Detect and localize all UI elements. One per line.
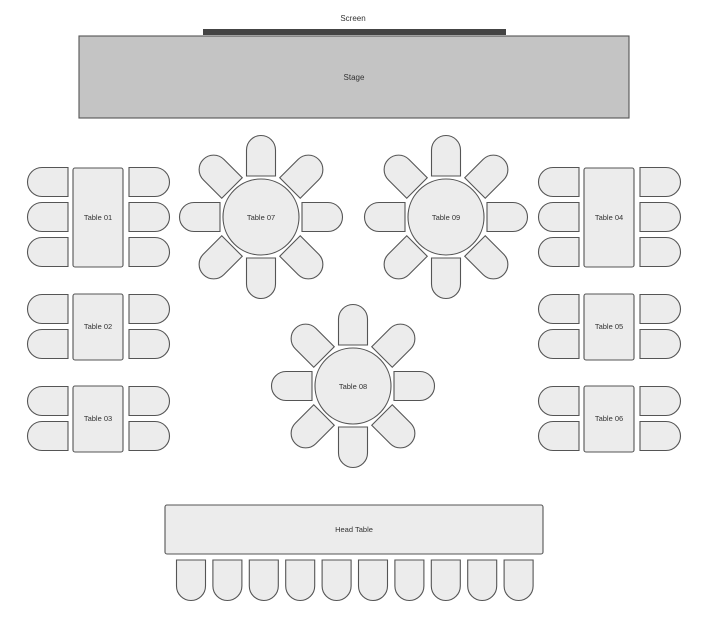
table-01-label: Table 01 [84,213,112,222]
table-05-label: Table 05 [595,322,623,331]
chair-t04-right-3[interactable] [639,236,681,268]
chair-t01-right-1[interactable] [128,166,170,198]
chair-t09-7[interactable] [430,135,462,177]
table-01[interactable] [72,167,124,268]
chairs [27,135,681,601]
chair-t06-right-1[interactable] [639,385,681,417]
chair-head-4[interactable] [285,559,316,601]
chair-t01-left-1[interactable] [27,166,69,198]
chair-t08-1[interactable] [393,370,435,402]
chair-t03-right-2[interactable] [128,420,170,452]
chair-t04-left-3[interactable] [538,236,580,268]
stage-label: Stage [344,73,365,82]
head-table[interactable] [164,504,544,555]
chair-t03-left-1[interactable] [27,385,69,417]
chair-t09-6[interactable] [378,149,429,200]
table-07-label: Table 07 [247,213,275,222]
table-03-label: Table 03 [84,414,112,423]
chair-t08-2[interactable] [370,403,421,454]
chair-t06-right-2[interactable] [639,420,681,452]
chair-t09-4[interactable] [378,234,429,285]
chair-head-1[interactable] [175,559,207,601]
chair-t02-right-2[interactable] [128,328,170,360]
chair-t07-8[interactable] [278,149,329,200]
chair-t07-5[interactable] [179,201,221,233]
table-07[interactable] [222,178,300,256]
chair-t08-6[interactable] [285,318,336,369]
stage [78,35,630,119]
table-02-label: Table 02 [84,322,112,331]
chair-t08-4[interactable] [285,403,336,454]
screen [203,29,506,35]
chair-t08-3[interactable] [337,426,369,468]
chair-head-9[interactable] [467,559,498,601]
chair-t03-right-1[interactable] [128,385,170,417]
table-08[interactable] [314,347,392,425]
chair-t04-left-2[interactable] [538,201,580,233]
chair-t09-1[interactable] [486,201,528,233]
chair-t06-left-1[interactable] [538,385,580,417]
chair-t07-1[interactable] [301,201,343,233]
table-08-label: Table 08 [339,382,367,391]
chair-head-3[interactable] [248,559,279,601]
chair-t01-right-2[interactable] [128,201,170,233]
table-06[interactable] [583,385,635,453]
table-09-label: Table 09 [432,213,460,222]
table-05[interactable] [583,293,635,361]
table-04-label: Table 04 [595,213,623,222]
chair-t06-left-2[interactable] [538,420,580,452]
chair-t02-left-2[interactable] [27,328,69,360]
chair-head-2[interactable] [212,559,243,601]
chair-head-8[interactable] [430,559,461,601]
chair-t02-left-1[interactable] [27,293,69,325]
table-04[interactable] [583,167,635,268]
chair-t04-right-1[interactable] [639,166,681,198]
chair-head-7[interactable] [394,559,425,601]
chair-t07-2[interactable] [278,234,329,285]
chair-t04-right-2[interactable] [639,201,681,233]
chair-t05-left-1[interactable] [538,293,580,325]
head-table-label: Head Table [335,525,373,534]
chair-t01-right-3[interactable] [128,236,170,268]
chair-t05-right-2[interactable] [639,328,681,360]
chair-t03-left-2[interactable] [27,420,69,452]
screen-label: Screen [340,14,365,23]
table-06-label: Table 06 [595,414,623,423]
chair-t08-5[interactable] [271,370,313,402]
chair-t09-3[interactable] [430,257,462,299]
chair-t01-left-3[interactable] [27,236,69,268]
chair-t07-3[interactable] [245,257,277,299]
chair-t05-left-2[interactable] [538,328,580,360]
chair-t09-5[interactable] [364,201,406,233]
chair-t09-8[interactable] [463,149,514,200]
chair-head-5[interactable] [321,559,352,601]
chair-head-6[interactable] [357,559,389,601]
chair-t08-8[interactable] [370,318,421,369]
chair-t01-left-2[interactable] [27,201,69,233]
table-09[interactable] [407,178,485,256]
chair-t02-right-1[interactable] [128,293,170,325]
chair-t08-7[interactable] [337,304,369,346]
table-02[interactable] [72,293,124,361]
table-03[interactable] [72,385,124,453]
chair-t04-left-1[interactable] [538,166,580,198]
chair-t09-2[interactable] [463,234,514,285]
chair-t05-right-1[interactable] [639,293,681,325]
chair-head-10[interactable] [503,559,534,601]
chair-t07-7[interactable] [245,135,277,177]
chair-t07-4[interactable] [193,234,244,285]
